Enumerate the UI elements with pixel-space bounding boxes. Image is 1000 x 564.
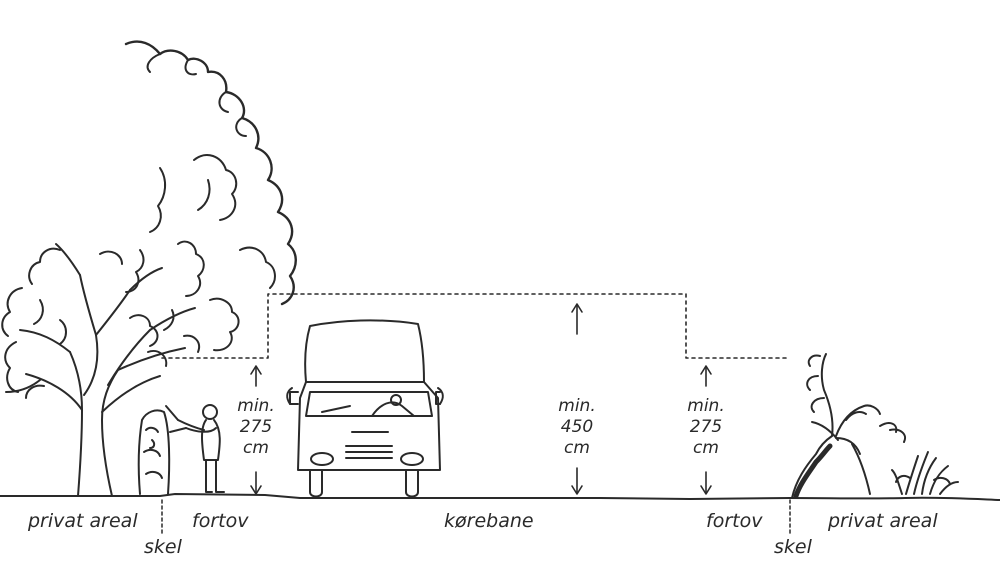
dimension-unit: cm xyxy=(693,438,719,458)
hedge-icon xyxy=(137,409,171,495)
tree-icon xyxy=(1,40,297,497)
grass-tuft-icon xyxy=(891,451,959,495)
label-sidewalk-left: fortov xyxy=(192,510,249,532)
dimension-prefix: min. xyxy=(687,396,725,416)
dimension-value: 275 xyxy=(239,417,273,437)
label-property-line-left: skel xyxy=(144,536,182,558)
dimension-prefix: min. xyxy=(237,396,275,416)
shrub-icon xyxy=(791,353,906,499)
dimension-value: 275 xyxy=(689,417,723,437)
dimension-unit: cm xyxy=(564,438,590,458)
dimension-value: 450 xyxy=(560,417,594,437)
label-private-area-right: privat areal xyxy=(828,510,938,532)
truck-icon xyxy=(286,319,444,498)
dimension-arrow-sidewalk-left xyxy=(250,365,262,495)
dimension-unit: cm xyxy=(243,438,269,458)
label-private-area-left: privat areal xyxy=(28,510,138,532)
person-trimming-hedge-icon xyxy=(165,404,225,493)
label-roadway: kørebane xyxy=(444,510,534,532)
dimension-label-sidewalk-left: min. 275 cm xyxy=(226,396,286,459)
dimension-arrow-sidewalk-right xyxy=(700,365,712,495)
label-property-line-right: skel xyxy=(774,536,812,558)
dimension-label-sidewalk-right: min. 275 cm xyxy=(676,396,736,459)
ground-line xyxy=(0,493,1000,501)
label-sidewalk-right: fortov xyxy=(706,510,763,532)
dimension-prefix: min. xyxy=(558,396,596,416)
dimension-label-roadway: min. 450 cm xyxy=(547,396,607,459)
dimension-arrow-roadway xyxy=(571,303,583,495)
clearance-envelope xyxy=(161,293,791,359)
